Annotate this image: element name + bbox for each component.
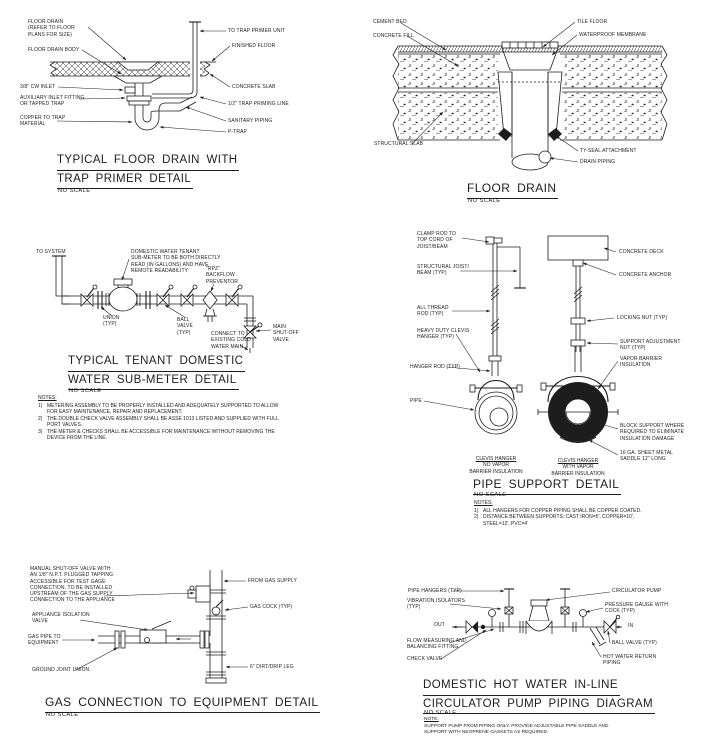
- label-copper-trap: COPPER TO TRAP MATERIAL: [20, 115, 66, 128]
- d3-scale: NO SCALE: [69, 388, 102, 394]
- d4-scale: NO SCALE: [474, 492, 507, 498]
- label-pressure-gauge: PRESSURE GAUGE WITH COCK (TYP): [605, 602, 669, 615]
- label-floor-drain: FLOOR DRAIN (REFER TO FLOOR PLANS FOR SI…: [28, 19, 75, 38]
- label-union: UNION (TYP): [103, 315, 120, 328]
- label-from-supply: FROM GAS SUPPLY: [248, 578, 297, 584]
- gas-connection-drawing: [62, 570, 249, 684]
- label-appliance-valve: APPLIANCE ISOLATION VALVE: [32, 612, 90, 625]
- label-ball-valve-d6: BALL VALVE (TYP): [612, 640, 657, 646]
- label-pipe: PIPE: [410, 398, 422, 404]
- label-vapor-barrier: VAPOR BARRIER INSULATION: [620, 356, 663, 369]
- rpz-symbol: [202, 290, 218, 322]
- label-flow-fitting: FLOW MEASURING AND BALANCING FITTING: [407, 638, 467, 651]
- label-concrete-anchor: CONCRETE ANCHOR: [619, 272, 672, 278]
- label-out: OUT: [434, 622, 445, 628]
- label-ball-valve: BALL VALVE (TYP): [177, 317, 193, 336]
- label-manual-valve: MANUAL SHUT-OFF VALVE WITH AN 1/8" N.P.T…: [30, 566, 115, 604]
- sub-meter-drawing: [52, 255, 272, 353]
- label-sanitary: SANITARY PIPING: [228, 118, 273, 124]
- label-circulator: CIRCULATOR PUMP: [612, 588, 662, 594]
- label-concrete-slab: CONCRETE SLAB: [232, 84, 276, 90]
- label-hw-return: HOT WATER RETURN PIPING: [603, 654, 657, 667]
- label-rpz: "RPZ" BACKFLOW PREVENTOR: [206, 266, 238, 285]
- label-dirt-leg: 6" DIRT/DRIP LEG: [250, 664, 294, 670]
- ball-valve-symbols: [80, 284, 243, 307]
- floor-drain-section-drawing: [392, 21, 668, 171]
- label-structural-joist: STRUCTURAL JOIST/ BEAM (TYP): [417, 264, 470, 277]
- label-check-valve: CHECK VALVE: [407, 656, 443, 662]
- label-vibration: VIBRATION ISOLATORS (TYP): [407, 598, 466, 611]
- d6-scale: NO SCALE: [424, 710, 457, 716]
- label-sub-meter: DOMESTIC WATER TENANT SUB-METER TO BE BO…: [131, 249, 221, 274]
- label-finished-floor: FINISHED FLOOR: [232, 43, 276, 49]
- d5-title: GAS CONNECTION TO EQUIPMENT DETAIL: [45, 694, 321, 714]
- label-concrete-fill: CONCRETE FILL: [373, 33, 414, 39]
- label-to-primer: TO TRAP PRIMER UNIT: [228, 28, 286, 34]
- label-main-shutoff: MAIN SHUT-OFF VALVE: [273, 324, 299, 343]
- label-gas-pipe: GAS PIPE TO EQUIPMENT: [28, 634, 61, 647]
- label-ty-seal: TY-SEAL ATTACHMENT: [580, 148, 637, 154]
- label-priming-line: 1/2" TRAP PRIMING LINE: [228, 101, 289, 107]
- d3-title: TYPICAL TENANT DOMESTIC WATER SUB-METER …: [68, 353, 246, 391]
- label-tile-floor: TILE FLOOR: [577, 19, 608, 25]
- label-connect-to: CONNECT TO EXISTING COLD WATER MAIN: [211, 331, 251, 350]
- label-clevis-hanger: HEAVY DUTY CLEVIS HANGER (TYP): [417, 328, 470, 341]
- label-membrane: WATERPROOF MEMBRANE: [579, 32, 647, 38]
- label-clamp-rod: CLAMP ROD TO TOP CORD OF JOIST/BEAM: [417, 231, 456, 250]
- label-floor-drain-body: FLOOR DRAIN BODY: [28, 47, 80, 53]
- label-gas-cock: GAS COCK (TYP): [250, 604, 293, 610]
- label-support-nut: SUPPORT ADJUSTMENT NUT (TYP): [620, 339, 681, 352]
- d3-notes: NOTES: 1)METERING ASSEMBLY TO BE PROPERL…: [38, 395, 279, 441]
- label-p-trap: P-TRAP: [228, 129, 247, 135]
- label-cement-bed: CEMENT BED: [373, 19, 407, 25]
- label-hanger-rod: HANGER ROD (TYP): [410, 364, 460, 370]
- label-sheet-metal: 16 GA. SHEET METAL SADDLE 12" LONG: [620, 450, 674, 463]
- d6-note: NOTE: SUPPORT PUMP FROM PIPING ONLY. PRO…: [424, 717, 609, 736]
- label-structural-slab: STRUCTURAL SLAB: [374, 141, 424, 147]
- label-to-system: TO SYSTEM: [36, 249, 66, 255]
- label-in: IN: [628, 623, 634, 629]
- d1-title: TYPICAL FLOOR DRAIN WITH TRAP PRIMER DET…: [57, 152, 240, 190]
- d2-title: FLOOR DRAIN: [467, 180, 559, 200]
- label-concrete-deck: CONCRETE DECK: [619, 249, 664, 255]
- d2-scale: NO SCALE: [468, 198, 501, 204]
- circulator-pump-drawing: [440, 588, 622, 660]
- d5-scale: NO SCALE: [46, 712, 79, 718]
- d4-title: PIPE SUPPORT DETAIL: [473, 476, 622, 496]
- d4-notes: NOTES: 1)ALL HANGERS FOR COPPER PIPING S…: [474, 500, 642, 527]
- pipe-support-drawing: [423, 235, 619, 456]
- label-drain-piping: DRAIN PIPING: [580, 159, 616, 165]
- floor-drain-trap-primer-drawing: [49, 21, 231, 133]
- label-block-support: BLOCK SUPPORT WHERE REQUIRED TO ELIMINAT…: [620, 423, 685, 442]
- label-pipe-hangers: PIPE HANGERS (TYP): [408, 588, 462, 594]
- d6-title: DOMESTIC HOT WATER IN-LINE CIRCULATOR PU…: [423, 677, 655, 715]
- label-cw-inlet: 3/8" CW INLET: [20, 84, 56, 90]
- label-all-thread: ALL THREAD ROD (TYP): [417, 305, 449, 318]
- label-ground-union: GROUND JOINT UNION: [32, 667, 90, 673]
- d1-scale: NO SCALE: [58, 188, 91, 194]
- label-locking-nut: LOCKING NUT (TYP): [617, 315, 668, 321]
- label-aux-inlet: AUXILIARY INLET FITTING OR TAPPED TRAP: [20, 95, 85, 108]
